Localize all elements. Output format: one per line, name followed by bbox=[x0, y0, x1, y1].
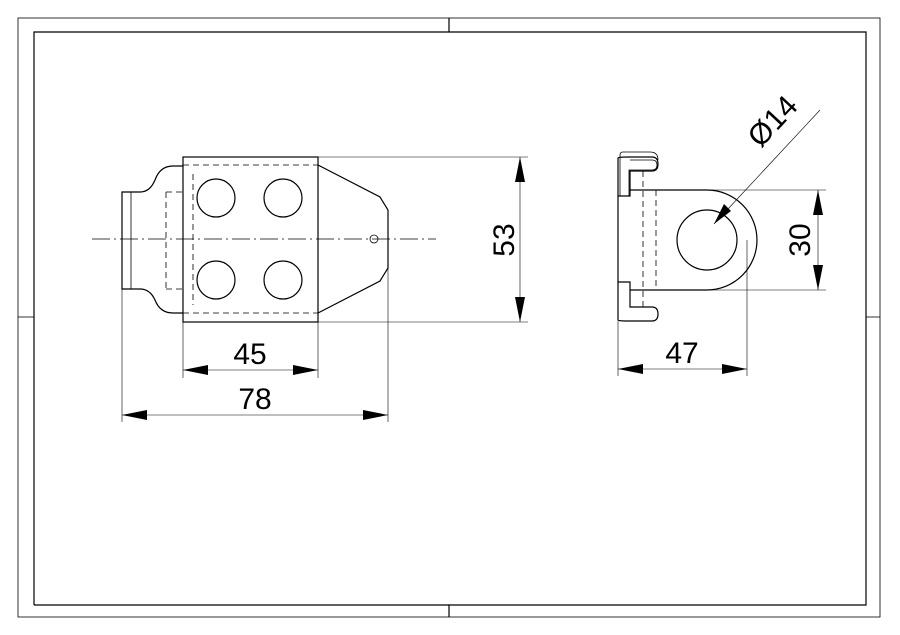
arrow-up bbox=[515, 157, 525, 182]
arrow-down bbox=[515, 297, 525, 322]
hole-top-right bbox=[263, 178, 303, 218]
clip-top bbox=[617, 156, 659, 197]
dim-text-78: 78 bbox=[238, 383, 271, 416]
hole-top-left bbox=[196, 178, 236, 218]
dim-text-53: 53 bbox=[488, 223, 521, 256]
dim-text-diameter: Ø14 bbox=[742, 90, 805, 154]
front-view bbox=[92, 156, 436, 323]
arrow-47-left bbox=[618, 364, 643, 374]
eye-plate bbox=[630, 189, 758, 291]
side-view: Ø14 bbox=[617, 90, 821, 322]
arrow-30-up bbox=[813, 190, 823, 215]
diameter-arrow bbox=[714, 204, 731, 224]
outer-border bbox=[17, 17, 881, 618]
dim-text-47: 47 bbox=[665, 337, 698, 370]
dimension-78: 78 bbox=[121, 268, 389, 422]
hole-bottom-left bbox=[196, 260, 236, 300]
dim-text-45: 45 bbox=[233, 338, 266, 371]
dimension-45: 45 bbox=[182, 322, 319, 378]
main-block bbox=[182, 156, 319, 323]
left-neck bbox=[121, 165, 183, 314]
arrow-45-left bbox=[183, 365, 208, 375]
arrow-30-down bbox=[813, 265, 823, 290]
diameter-leader bbox=[713, 109, 821, 225]
arrow-78-right bbox=[363, 410, 388, 420]
eye-hole bbox=[676, 209, 738, 271]
dimension-30: 30 bbox=[707, 189, 826, 291]
arrow-47-right bbox=[722, 364, 747, 374]
inner-border-top-left bbox=[33, 18, 450, 605]
arrow-45-right bbox=[293, 365, 318, 375]
dim-text-30: 30 bbox=[784, 223, 817, 256]
dimension-47: 47 bbox=[617, 240, 748, 376]
hole-bottom-right bbox=[263, 260, 303, 300]
dimension-53: 53 bbox=[318, 156, 528, 323]
drawing-frame bbox=[17, 17, 881, 618]
arrow-78-left bbox=[122, 410, 147, 420]
clip-bottom bbox=[617, 281, 659, 322]
inner-border-right bbox=[448, 31, 867, 617]
